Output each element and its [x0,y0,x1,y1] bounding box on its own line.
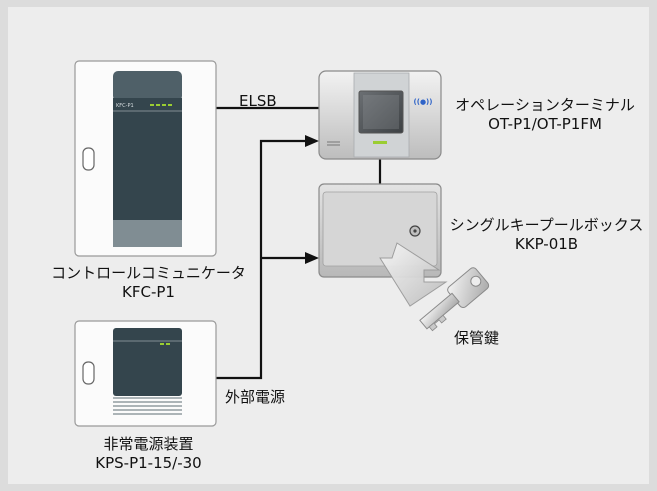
elsb-label: ELSB [239,92,277,110]
kfc-panel-label: KFC-P1 [116,103,134,109]
kps-name-label: 非常電源装置 [103,435,194,453]
ot-speaker [327,141,340,146]
ot-terminal [318,70,442,160]
kkp-model-label: KKP-01B [514,235,579,253]
key-label: 保管鍵 [454,329,500,347]
kfc-panel [113,98,182,220]
kps-model-label: KPS-P1-15/-30 [95,454,202,472]
key-out-arrow [379,242,448,307]
diagram-canvas: ((●)) ELSB コントロールコミュニケータ KFC-P1 KFC-P1 非… [8,7,649,484]
kfc-panel-bottom [113,220,182,247]
kps-indicator-leds [160,343,170,345]
ot-status-led [373,141,387,144]
connection-lines [216,106,382,380]
ot-name-label: オペレーションターミナル [455,96,635,114]
arrowhead-kkp [305,252,319,264]
kfc-cabinet [74,60,217,257]
ot-model-label: OT-P1/OT-P1FM [488,115,602,133]
kps-vent-slats [113,397,182,415]
kfc-name-label: コントロールコミュニケータ [51,264,246,282]
external-power-label: 外部電源 [225,388,286,406]
ot-screen [358,90,404,134]
kps-handle [82,361,95,385]
kfc-indicator-leds [150,104,172,106]
external-power-line [216,139,308,380]
arrowhead-ot [305,135,319,147]
kps-panel [113,328,182,396]
wireless-icon: ((●)) [414,98,433,106]
storage-key [419,267,490,332]
kfc-handle [82,147,95,171]
kfc-panel-top [113,71,182,101]
kps-unit [74,320,217,427]
kkp-box [318,183,448,307]
kfc-model-label: KFC-P1 [122,283,175,301]
kkp-name-label: シングルキープールボックス [449,216,644,234]
